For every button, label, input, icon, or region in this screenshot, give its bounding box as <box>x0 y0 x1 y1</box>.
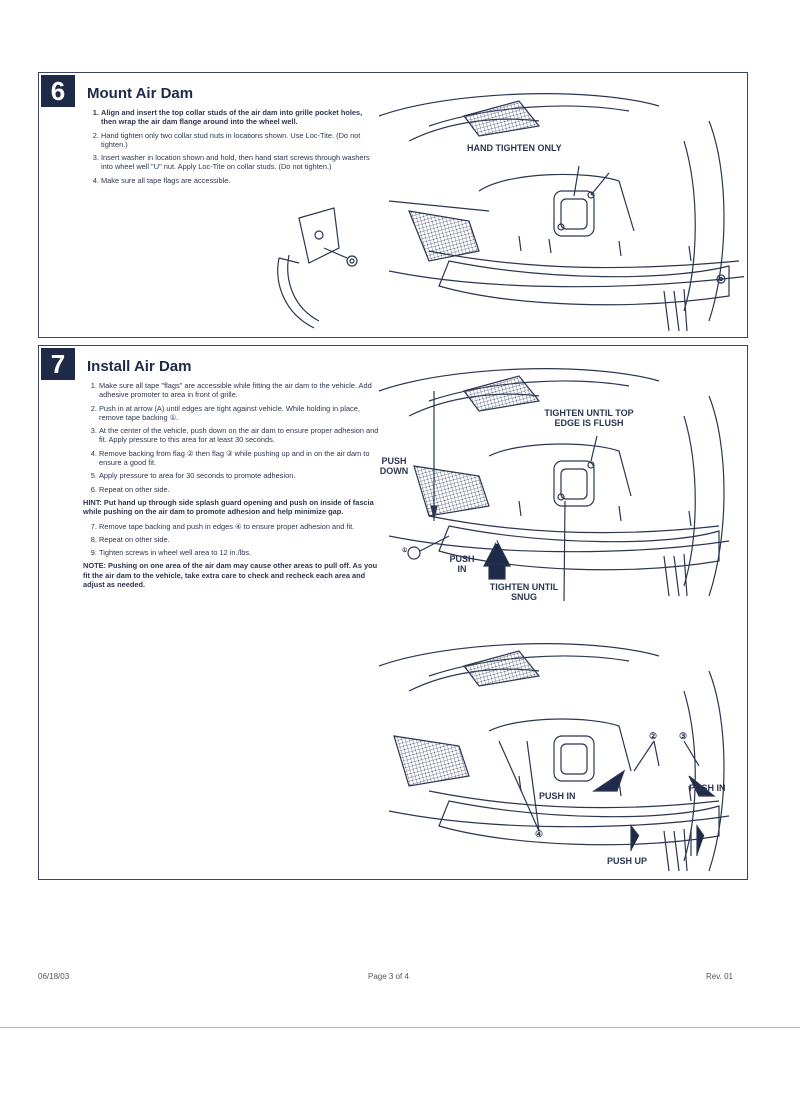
push-in-a-label: PUSH IN <box>449 554 475 574</box>
step-7-item-4: Remove backing from flag ② then flag ③ w… <box>99 449 379 468</box>
callout-3: ③ <box>679 731 688 741</box>
hand-tighten-label: HAND TIGHTEN ONLY <box>467 143 562 153</box>
push-down-label: PUSH DOWN <box>379 456 409 476</box>
step-7-instructions: Make sure all tape "flags" are accessibl… <box>83 381 379 594</box>
step-7-item-5: Apply pressure to area for 30 seconds to… <box>99 471 379 480</box>
step-7-title: Install Air Dam <box>87 358 192 375</box>
car-front-illustration-step7-top <box>378 368 730 602</box>
step-7-hint: HINT: Put hand up through side splash gu… <box>83 497 374 517</box>
callout-2: ② <box>649 731 658 741</box>
step-6-panel: 6 Mount Air Dam Align and insert the top… <box>38 72 748 338</box>
step-6-title: Mount Air Dam <box>87 85 194 102</box>
step-6-item-3: Insert washer in location shown and hold… <box>101 153 371 172</box>
step-6-item-1: Align and insert the top collar studs of… <box>101 108 371 127</box>
footer-page: Page 3 of 4 <box>368 972 409 981</box>
push-in-left-label: PUSH IN <box>539 791 576 801</box>
step-7-note: NOTE: Pushing on one area of the air dam… <box>83 561 378 590</box>
arrow-a-label: A <box>492 537 498 546</box>
tighten-snug-label: TIGHTEN UNTIL SNUG <box>489 582 559 602</box>
callout-1: ① <box>402 548 408 554</box>
car-front-illustration-step7-bottom <box>378 643 730 872</box>
footer-rev: Rev. 01 <box>706 972 733 981</box>
footer-date: 06/18/03 <box>38 972 70 981</box>
tighten-top-label: TIGHTEN UNTIL TOP EDGE IS FLUSH <box>544 408 634 428</box>
callout-4: ④ <box>535 829 544 839</box>
step-7-item-6: Repeat on other side. <box>99 485 379 494</box>
step-6-item-4: Make sure all tape flags are accessible. <box>101 176 371 185</box>
step-7-item-8: Repeat on other side. <box>99 535 379 544</box>
push-up-label: PUSH UP <box>607 856 648 866</box>
car-front-illustration-step6 <box>378 93 744 331</box>
step-7-item-1: Make sure all tape "flags" are accessibl… <box>99 381 379 400</box>
push-in-right-label: PUSH IN <box>689 783 726 793</box>
step-7-number: 7 <box>41 348 75 380</box>
step-6-instructions: Align and insert the top collar studs of… <box>85 108 371 189</box>
bracket-illustration <box>277 207 358 329</box>
step-7-panel: 7 Install Air Dam Make sure all tape "fl… <box>38 345 748 880</box>
step-6-item-2: Hand tighten only two collar stud nuts i… <box>101 131 371 150</box>
step-6-number: 6 <box>41 75 75 107</box>
step-7-item-3: At the center of the vehicle, push down … <box>99 426 379 445</box>
step-7-item-9: Tighten screws in wheel well area to 12 … <box>99 548 379 557</box>
step-7-item-7: Remove tape backing and push in edges ④ … <box>99 522 379 531</box>
step-7-item-2: Push in at arrow (A) until edges are tig… <box>99 404 379 423</box>
bottom-rule <box>0 1027 800 1028</box>
